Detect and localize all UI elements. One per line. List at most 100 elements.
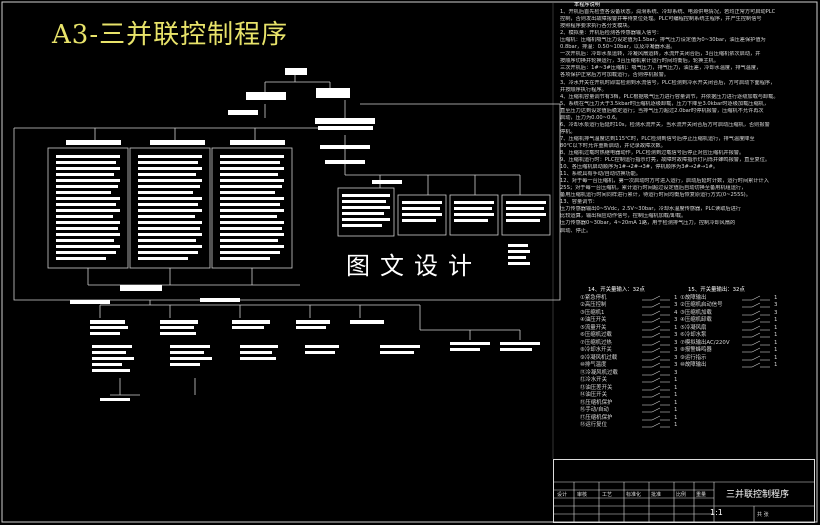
note-line: 1、开机后首先检查各设备状态，润滑系统、冷却系统、电源供电情况，若均正常方可启动…: [560, 9, 776, 16]
switch-contact-icon: [742, 295, 770, 300]
switch-contact-icon: [742, 325, 770, 330]
note-line: 8、压缩机过载时热继电器动作，PLC检测到过载信号后停止对应压缩机并报警。: [560, 149, 745, 156]
drawing-title: A3-三并联控制程序: [52, 20, 289, 50]
switch-contact-icon: [742, 302, 770, 308]
note-line: 各项保护正常后方可加载运行，否则停机报警。: [560, 72, 669, 79]
io-row: ④油压开关 3: [580, 317, 710, 325]
io-count: 3: [774, 309, 778, 316]
io-label: ⑯手动/自动: [580, 407, 609, 413]
notes-heading: 本程序说明: [574, 2, 600, 8]
note-line: 9、压缩机运行时：PLC控制运行指示灯亮，故障时故障指示灯闪烁并蜂鸣报警，直至复…: [560, 157, 771, 164]
io-label: ⑧报警蜂鸣器: [680, 347, 712, 353]
io-count: 1: [774, 317, 778, 323]
switch-contact-icon: [742, 362, 770, 368]
io-label: ④油压开关: [580, 317, 607, 323]
io-count: 1: [774, 332, 778, 338]
io-label: ⑨运行指示: [680, 354, 707, 361]
switch-contact-icon: [742, 332, 770, 338]
note-line: 25S；对于每一台压缩机，累计运行时间超过设定值后自动切换至备用机组运行，: [560, 185, 747, 192]
io-label: ⑪冷凝风机过载: [580, 369, 618, 376]
note-line: 7、压缩机排气温度达到115℃时，PLC检测到信号后停止压缩机运行，排气温度降至: [560, 135, 755, 142]
io-count: 3: [674, 317, 678, 323]
io-count: 1: [674, 392, 678, 398]
switch-contact-icon: [642, 362, 670, 368]
io-count: 1: [674, 324, 678, 331]
io-label: ⑱运行复位: [580, 422, 607, 428]
tb-cell: 比例: [676, 492, 687, 498]
note-line: 11、系统具有手动/自动切换功能。: [560, 171, 641, 178]
switch-contact-icon: [642, 347, 670, 353]
switch-contact-icon: [742, 340, 770, 345]
io-count: 3: [774, 302, 778, 308]
note-line: 备用压缩机运行时间同样进行累计，待运行时间均衡后恢复原运行方式(0~255S)。: [560, 192, 751, 199]
note-line: 按顺序切换并轮换运行，3台压缩机累计运行时间均衡后，轮换主机。: [560, 58, 719, 65]
title-block: 设计 审核 工艺 标准化 批准 比例 重量 共 张 三并联控制程序 1:1: [553, 459, 815, 523]
note-line: 启动，压力为0.00~0.6。: [560, 114, 621, 121]
tb-cell: 审核: [577, 492, 588, 498]
switch-contact-icon: [742, 355, 770, 360]
io-count: 1: [674, 422, 678, 428]
io-label: ⑬油压差开关: [580, 384, 613, 391]
io-count: 1: [674, 399, 678, 406]
note-line: 压力传感器输出0~5Vdc，2.5V~30bar，冷却水温度传感器，PLC读取后…: [560, 206, 741, 213]
tb-cell: 标准化: [626, 492, 642, 498]
io-label: ②高压控制: [580, 302, 607, 308]
note-line: 3、冷水开关在开机时即需检测到水流信号，PLC检测到冷水开关闭合后，方可启动下面…: [560, 79, 776, 86]
note-line: 三次开机后：1#~3#压缩机：吸气压力，排气压力，油压差，冷却水温度，排气温度，: [560, 65, 762, 72]
io-label: ⑦压缩机过热: [580, 339, 612, 346]
title-block-scale: 1:1: [710, 508, 723, 517]
input-list-heading: 14、开关量输入：32点: [588, 287, 645, 293]
io-row: ⑩故障输出 1: [680, 362, 815, 370]
switch-contact-icon: [742, 310, 770, 315]
io-label: ⑥压缩机过载: [580, 332, 612, 338]
switch-contact-icon: [742, 347, 770, 353]
io-count: 1: [774, 347, 778, 353]
output-list-heading: 15、开关量输出：32点: [688, 287, 745, 293]
io-row: ⑬油压差开关 1: [580, 385, 710, 393]
io-count: 1: [774, 362, 778, 368]
switch-contact-icon: [642, 317, 670, 323]
switch-contact-icon: [642, 340, 670, 345]
note-line: 控制，否则发出故障报警并等待复位处理。PLC可编程控制系统主程序，并产生控制信号: [560, 16, 762, 23]
note-line: 13、容量调节：: [560, 199, 598, 206]
io-label: ②压缩机启动信号: [680, 302, 723, 308]
io-label: ⑦模拟输出AC/220V: [680, 339, 730, 346]
note-line: 12、对于每一台压缩机，第一次启动时方可进入运行，启动后延时计数，运行时间累计计…: [560, 178, 769, 185]
io-count: 3: [674, 354, 678, 361]
io-row: ⑨冷凝风机过载 3: [580, 355, 710, 363]
io-count: 1: [674, 377, 678, 383]
switch-contact-icon: [642, 415, 670, 420]
switch-contact-icon: [642, 385, 670, 390]
io-label: ①紧急停机: [580, 294, 607, 301]
io-label: ⑧冷却水开关: [580, 347, 612, 353]
io-count: 1: [674, 384, 678, 391]
switch-contact-icon: [642, 400, 670, 405]
io-label: ⑨冷凝风机过载: [580, 354, 618, 361]
io-count: 1: [674, 414, 678, 421]
note-line: 4、压缩机容量调节有3档，PLC根据吸气压力进行容量调节，并依据压力进行逐级加载…: [560, 93, 779, 100]
io-label: ⑩故障输出: [680, 362, 707, 368]
io-label: ⑩排气温度: [580, 362, 607, 368]
io-count: 4: [674, 309, 678, 316]
io-count: 1: [674, 294, 678, 301]
io-row: ②压缩机启动信号 3: [680, 302, 815, 310]
switch-contact-icon: [642, 355, 670, 360]
note-line: 6、冷却水泵运行后延时10s，检测水流开关，当水流开关闭合后方可启动压缩机，否则…: [560, 121, 770, 128]
note-line: 启动、停止。: [560, 227, 592, 234]
note-line: 按照程序要求执行各分支模块。: [560, 23, 633, 30]
